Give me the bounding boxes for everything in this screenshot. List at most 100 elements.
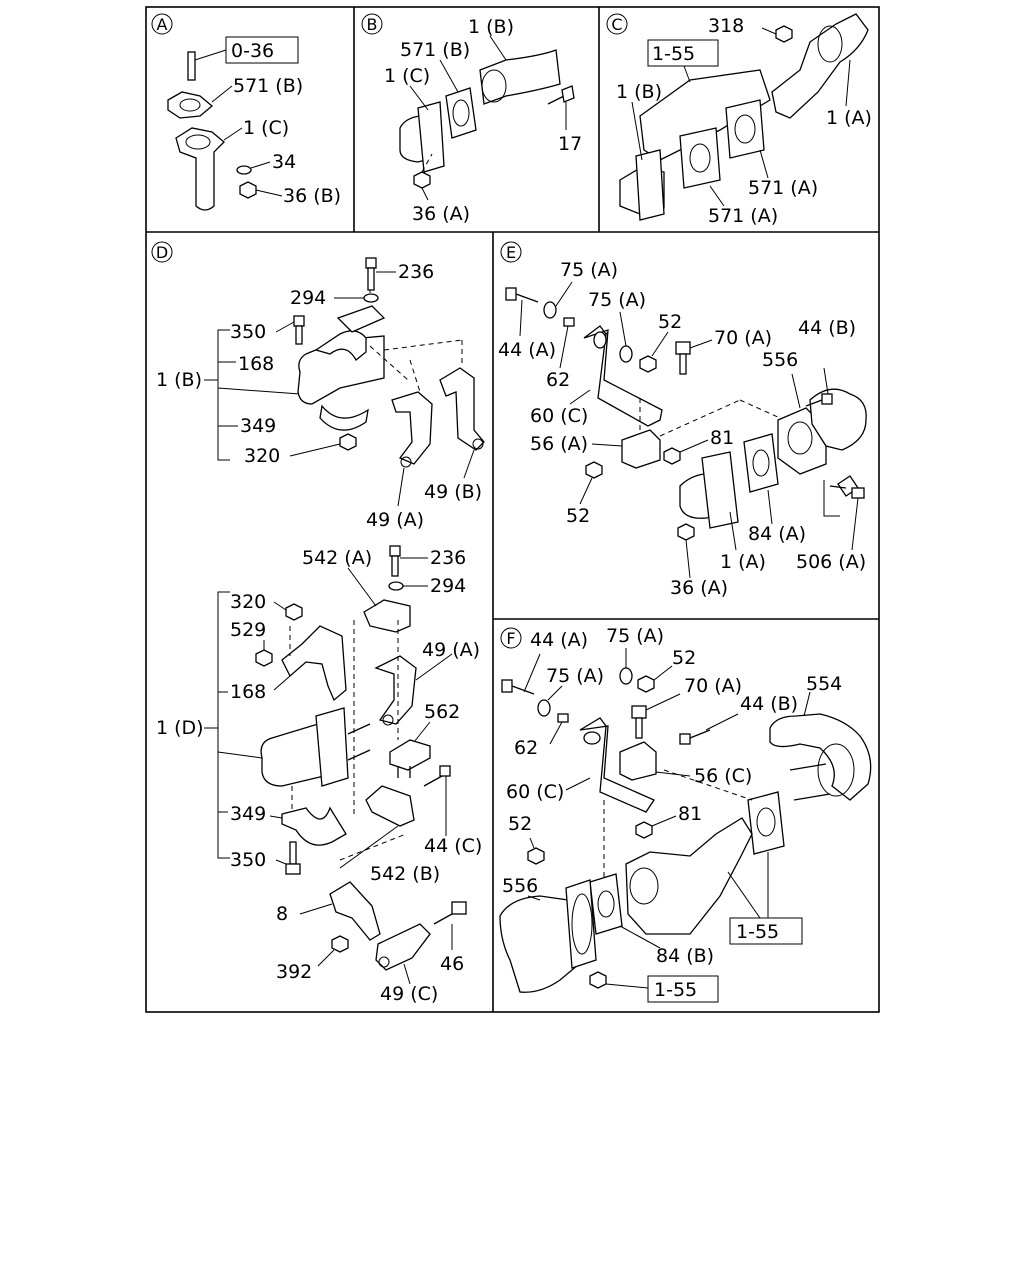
bolt-46 — [433, 901, 467, 950]
gasket — [167, 85, 233, 119]
panel-marker-b: B — [361, 13, 383, 35]
ref-label: 1-55 — [654, 979, 697, 1001]
clamp-349 — [269, 806, 347, 846]
bolt-44a — [505, 287, 539, 337]
reference-box-1-55-f2 — [647, 975, 719, 1003]
bracket-49a-lower — [374, 653, 453, 726]
reference-box-1-55 — [647, 39, 719, 67]
part-label: 236 — [430, 547, 466, 569]
nut-36a — [413, 153, 433, 201]
bracket-56a — [591, 396, 661, 469]
washer-294 — [334, 293, 379, 303]
part-label: 1 (A) — [826, 107, 872, 129]
svg-text:C: C — [611, 15, 622, 34]
part-label: 84 (A) — [748, 523, 806, 545]
part-label: 56 (C) — [694, 765, 752, 787]
part-label: 44 (B) — [798, 317, 856, 339]
part-label: 349 — [230, 803, 266, 825]
bolt-44a-f — [501, 653, 541, 695]
turbo-556-e — [777, 373, 867, 475]
exhaust-pipe-554 — [769, 691, 872, 801]
assembly-dash-lines — [289, 620, 399, 818]
part-label: 320 — [230, 591, 266, 613]
part-label: 571 (A) — [748, 177, 818, 199]
part-label: 562 — [424, 701, 460, 723]
pipe-1b — [479, 35, 561, 105]
nut-36a-e — [677, 523, 695, 579]
panel-marker-c: C — [606, 13, 628, 35]
part-label: 1 (D) — [156, 717, 204, 739]
part-label: 350 — [230, 321, 266, 343]
part-label: 1 (B) — [616, 81, 662, 103]
bracket-49b — [383, 339, 485, 479]
bracket-562 — [389, 721, 431, 778]
part-label: 168 — [238, 353, 274, 375]
bracket-49a-upper — [391, 359, 433, 507]
part-label: 49 (C) — [380, 983, 438, 1005]
part-label: 60 (C) — [506, 781, 564, 803]
part-label: 44 (C) — [424, 835, 482, 857]
part-label: 49 (A) — [422, 639, 480, 661]
nut-318 — [761, 25, 793, 43]
nut-81-f — [635, 815, 677, 839]
pipe-1c — [399, 85, 445, 173]
part-label: 44 (B) — [740, 693, 798, 715]
stud-bolt — [187, 49, 227, 81]
part-label: 75 (A) — [560, 259, 618, 281]
bracket-56c — [619, 741, 691, 781]
panel-a: A 0-36 571 (B) 1 (C) 34 36 (B) — [151, 13, 341, 211]
part-label: 81 — [678, 803, 702, 825]
svg-text:D: D — [156, 243, 168, 262]
nut-52-f-lower — [527, 837, 545, 865]
svg-text:E: E — [506, 243, 516, 262]
pipe-1a-e — [679, 451, 739, 551]
part-label: 8 — [276, 903, 288, 925]
bolt-236 — [365, 257, 396, 291]
part-label: 506 (A) — [796, 551, 866, 573]
nut-320 — [289, 433, 357, 457]
part-label: 44 (A) — [530, 629, 588, 651]
f-dash-lines — [603, 769, 753, 880]
nut-81 — [663, 439, 709, 465]
turbo-556-f — [499, 879, 597, 993]
part-label: 52 — [566, 505, 590, 527]
panel-d: D 236 294 350 168 1 (B) 349 320 49 (A) 4… — [151, 241, 485, 1005]
stud-506a — [829, 475, 865, 551]
panel-marker-a: A — [151, 13, 173, 35]
part-label: 46 — [440, 953, 464, 975]
part-label: 70 (A) — [714, 327, 772, 349]
nut-529 — [255, 640, 273, 667]
studs-f — [789, 763, 831, 801]
nut-52-upper — [639, 331, 669, 373]
bolt-44b-e — [805, 367, 833, 407]
nut-52-lower — [579, 461, 603, 505]
turbocharger-body — [625, 817, 761, 935]
washer — [236, 161, 271, 175]
washer-75a-f2 — [619, 648, 633, 685]
part-label: 1 (B) — [156, 369, 202, 391]
ref-label: 1-55 — [736, 921, 779, 943]
panel-f: F 44 (A) 75 (A) 52 75 (A) 70 (A) 554 44 … — [499, 625, 872, 1003]
bolt-350 — [275, 315, 305, 345]
part-label: 542 (A) — [302, 547, 372, 569]
part-label: 36 (B) — [283, 185, 341, 207]
part-label: 542 (B) — [370, 863, 440, 885]
part-label: 556 — [762, 349, 798, 371]
part-label: 75 (A) — [546, 665, 604, 687]
part-label: 392 — [276, 961, 312, 983]
part-label: 320 — [244, 445, 280, 467]
part-label: 49 (A) — [366, 509, 424, 531]
pipe-1a — [771, 13, 869, 119]
nut — [239, 181, 283, 199]
gasket-84b — [589, 873, 661, 949]
washer-294-lower — [388, 581, 428, 591]
part-label: 318 — [708, 15, 744, 37]
washer-75a-f1 — [537, 685, 563, 717]
nut-392 — [317, 935, 349, 967]
exhaust-pipe-1c — [175, 127, 243, 211]
part-label: 571 (B) — [233, 75, 303, 97]
bolt-350-lower — [275, 841, 301, 875]
part-label: 1 (A) — [720, 551, 766, 573]
nut-52-f-upper — [637, 665, 673, 693]
